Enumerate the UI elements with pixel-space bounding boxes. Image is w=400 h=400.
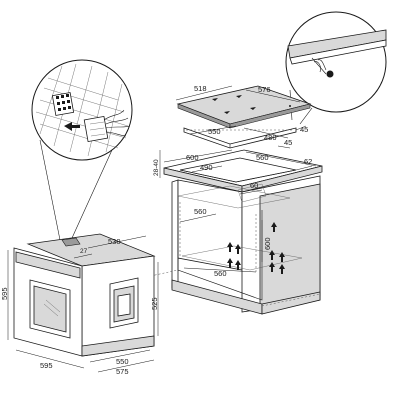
dim-worktop-thickness: 28-40 <box>153 150 161 178</box>
dim-label: 480 <box>264 133 277 142</box>
dim-label: 560 <box>256 153 269 162</box>
dim-hob-depth: 518 <box>175 84 233 101</box>
dim-oven-bottom-depth: 550 <box>89 349 151 366</box>
dim-worktop-depth: 600 <box>163 149 233 163</box>
dim-label: 530 <box>108 237 121 246</box>
airflow-arrows <box>227 222 285 274</box>
dim-label: 560 <box>214 269 227 278</box>
dim-oven-total-depth: 575 <box>97 359 155 376</box>
dim-hob-width: 576 <box>245 85 301 103</box>
mounting-clip-icon <box>311 57 334 78</box>
connector-callout <box>31 59 133 241</box>
terminal-socket <box>51 92 75 116</box>
dim-rear-vent: 60 <box>239 181 263 195</box>
dim-label: 595 <box>40 361 53 370</box>
dim-label: 60 <box>250 181 258 190</box>
dim-label: 490 <box>200 163 213 172</box>
connector-plug <box>83 109 131 143</box>
oven <box>13 233 156 357</box>
dim-label: 28-40 <box>153 159 160 176</box>
dim-oven-side: 27 <box>73 248 93 259</box>
dim-rear-gap: 62 <box>295 157 312 171</box>
dim-front-offset: 45 <box>277 138 292 149</box>
dim-inner-width: 560 <box>183 267 257 278</box>
dim-oven-top-depth: 530 <box>87 235 147 249</box>
dim-label: 45 <box>284 138 292 147</box>
dim-cutout-depth: 480 <box>243 127 289 142</box>
dim-oven-width: 595 <box>15 349 85 370</box>
dim-side-offset: 45 <box>295 125 308 134</box>
dim-oven-body-height: 525 <box>150 262 159 336</box>
dim-label: 525 <box>150 297 159 310</box>
dim-label: 595 <box>0 287 9 300</box>
dim-opening-depth: 490 <box>191 163 223 173</box>
dim-label: 550 <box>208 127 221 136</box>
dim-label: 62 <box>304 157 312 166</box>
dim-label: 576 <box>258 85 271 94</box>
dim-oven-height: 595 <box>0 250 9 340</box>
dim-cabinet-height: 600 <box>261 220 272 262</box>
dim-worktop-cutout: 560 <box>245 151 317 167</box>
dim-label: 518 <box>194 84 207 93</box>
dim-label: 575 <box>116 367 129 376</box>
dim-inner-depth: 560 <box>179 207 217 223</box>
dim-label: 600 <box>186 153 199 162</box>
dim-label: 560 <box>194 207 207 216</box>
cabinet <box>95 175 321 315</box>
dim-label: 45 <box>300 125 308 134</box>
dim-label: 27 <box>80 248 88 255</box>
worktop <box>163 149 323 193</box>
dim-cutout-width: 550 <box>189 125 237 136</box>
dim-label: 600 <box>263 237 272 250</box>
hob-corner-callout <box>285 11 387 125</box>
connect-arrow <box>64 122 80 131</box>
dim-label: 550 <box>116 357 129 366</box>
hob <box>176 85 312 149</box>
